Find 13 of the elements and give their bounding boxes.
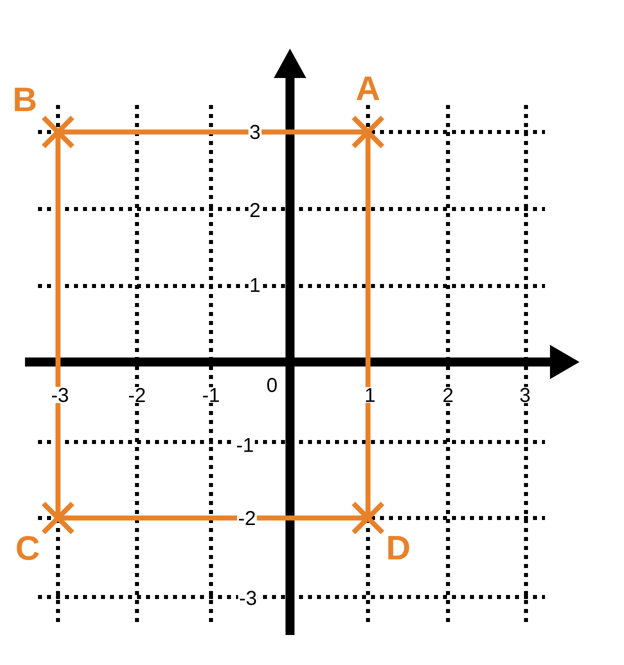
tick-label: -2 xyxy=(127,387,147,403)
tick-label: -3 xyxy=(50,386,70,404)
tick-label: 3 xyxy=(248,124,262,140)
tick-label: 1 xyxy=(248,277,262,293)
tick-label: -1 xyxy=(235,437,255,453)
tick-label: 3 xyxy=(518,386,532,404)
tick-label: 1 xyxy=(363,387,377,403)
tick-label: 2 xyxy=(441,387,455,403)
tick-label: -1 xyxy=(201,387,221,403)
tick-label: -2 xyxy=(237,510,257,526)
tick-label: 0 xyxy=(265,376,279,394)
tick-label: 2 xyxy=(248,202,262,218)
tick-label: -3 xyxy=(238,590,258,606)
